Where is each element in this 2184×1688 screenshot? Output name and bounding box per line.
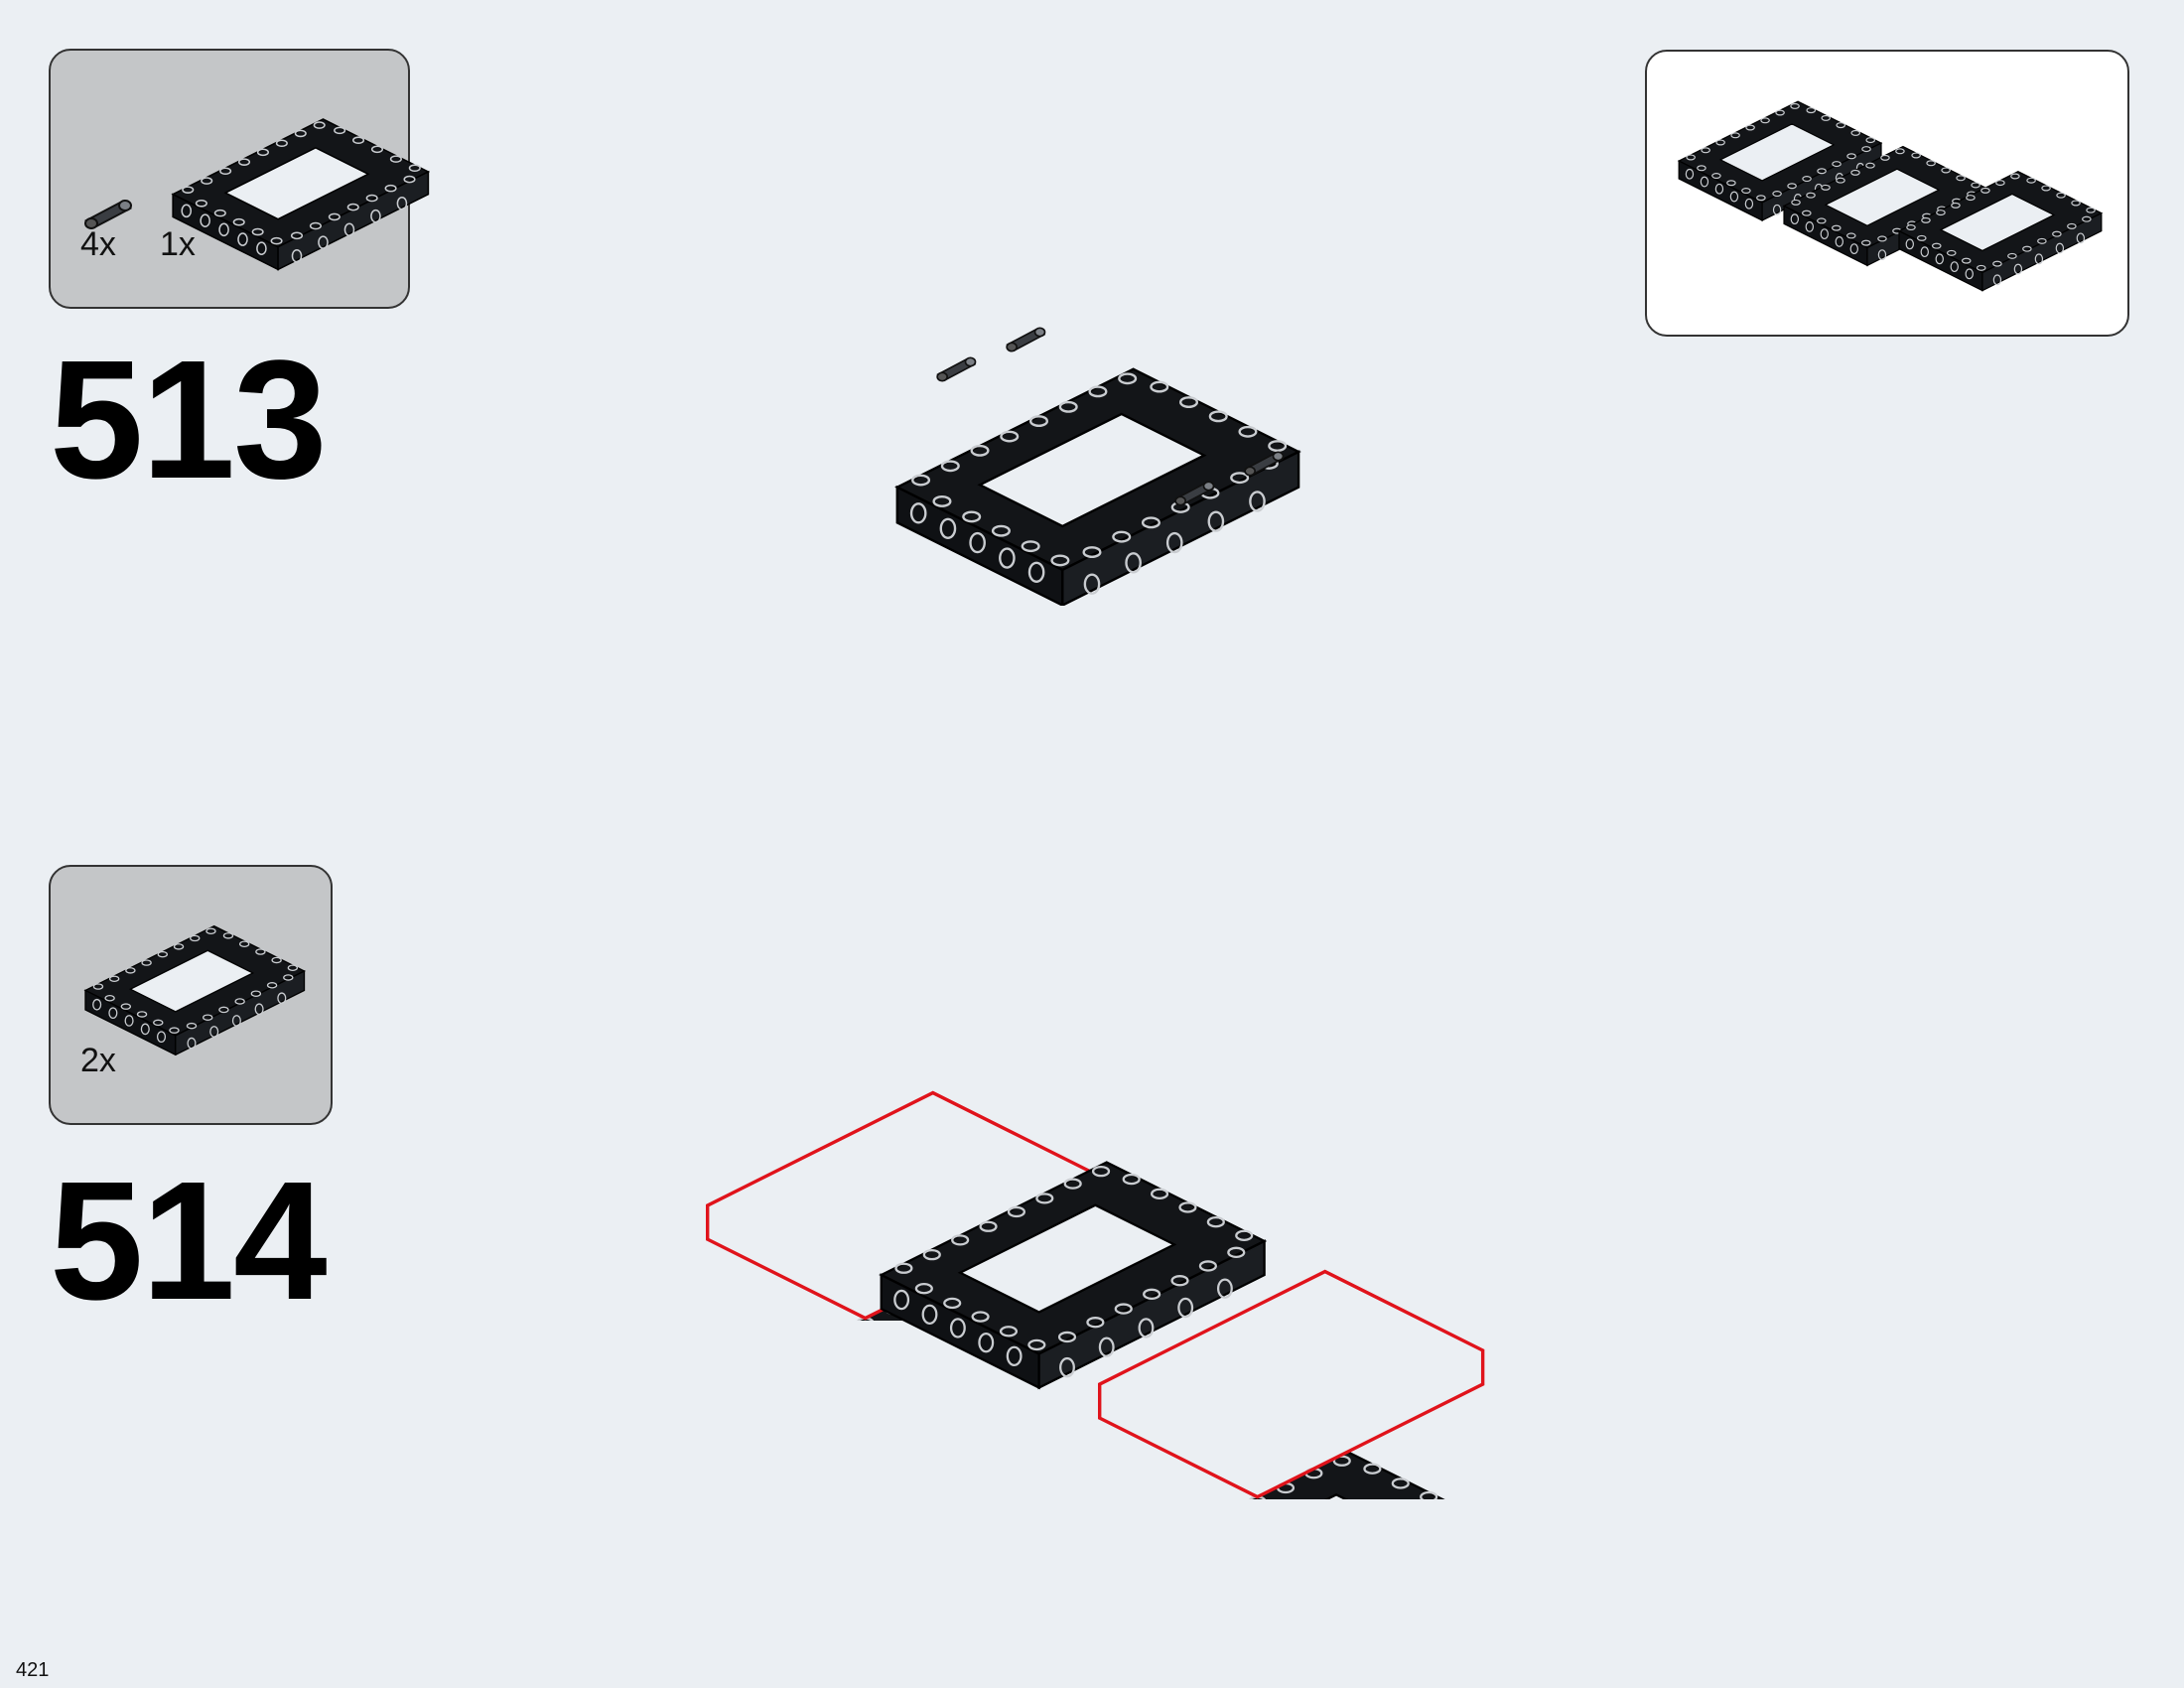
step-513-parts-callout: 4x 1x: [49, 49, 410, 309]
subassembly-callout: [1645, 50, 2129, 337]
step-number: 513: [50, 326, 328, 514]
page-number: 421: [16, 1659, 50, 1681]
part-quantity: 4x: [80, 225, 116, 263]
part-quantity: 2x: [80, 1042, 116, 1079]
technic-frame-5x7-icon: [158, 72, 436, 271]
completed-frame-subassembly-icon: [1678, 100, 2103, 292]
technic-frame-5x7-icon: [72, 887, 311, 1055]
part-quantity: 1x: [160, 225, 196, 263]
step-513-assembly-illustration: [874, 327, 1310, 606]
step-514-assembly-illustration: [685, 1023, 1499, 1499]
step-number: 514: [50, 1147, 328, 1336]
step-514-parts-callout: 2x: [49, 865, 333, 1125]
